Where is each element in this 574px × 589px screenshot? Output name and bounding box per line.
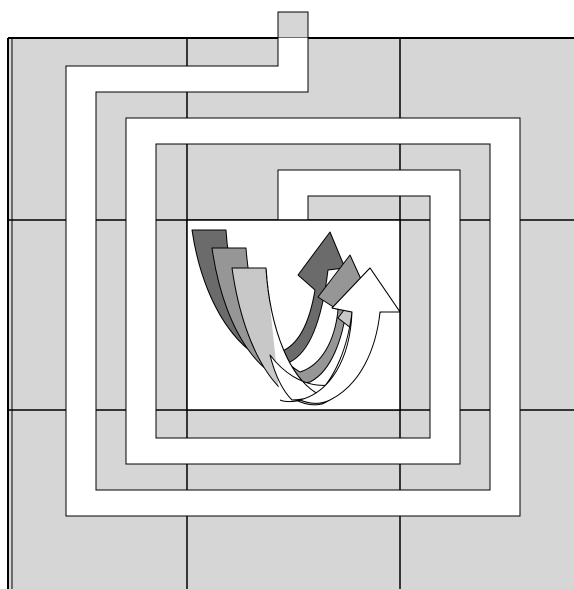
path-second-right <box>430 170 460 464</box>
path-outer-bottom <box>66 490 520 516</box>
path-second-bottom <box>126 438 460 464</box>
path-second-top <box>126 118 520 144</box>
entrance-notch <box>278 12 308 38</box>
path-outer-right <box>490 118 520 516</box>
path-third-left <box>278 170 308 222</box>
path-second-left <box>126 118 156 464</box>
path-outer-top <box>66 66 308 92</box>
path-outer-left <box>66 66 96 516</box>
